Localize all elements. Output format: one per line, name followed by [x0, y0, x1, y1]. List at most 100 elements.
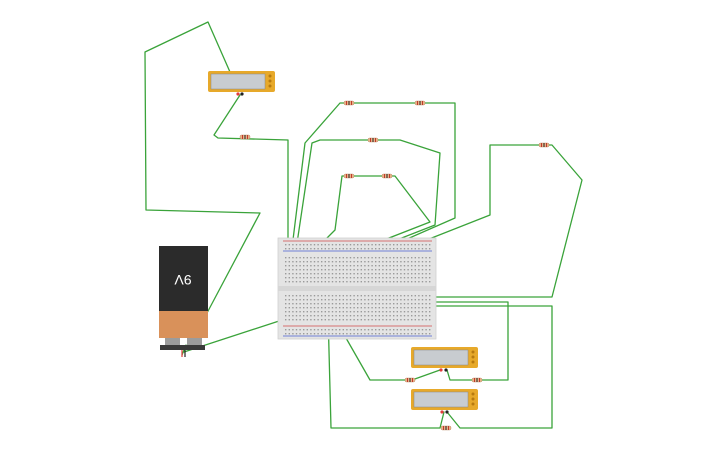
breadboard-hole[interactable] [288, 281, 290, 283]
breadboard-hole[interactable] [353, 281, 355, 283]
breadboard-hole[interactable] [360, 319, 362, 321]
breadboard-hole[interactable] [317, 269, 319, 271]
breadboard-hole[interactable] [396, 333, 398, 335]
breadboard-hole[interactable] [342, 295, 344, 297]
breadboard-holes[interactable] [285, 244, 431, 335]
breadboard-hole[interactable] [385, 265, 388, 267]
breadboard-hole[interactable] [375, 248, 377, 250]
breadboard-hole[interactable] [321, 319, 323, 321]
breadboard-hole[interactable] [371, 319, 373, 321]
breadboard-hole[interactable] [313, 269, 316, 271]
breadboard-hole[interactable] [403, 329, 406, 331]
breadboard-hole[interactable] [313, 315, 316, 317]
breadboard-hole[interactable] [364, 244, 366, 246]
breadboard-hole[interactable] [360, 265, 362, 267]
breadboard-hole[interactable] [285, 329, 287, 331]
breadboard-hole[interactable] [331, 244, 334, 246]
breadboard-hole[interactable] [378, 281, 380, 283]
breadboard-hole[interactable] [335, 303, 337, 305]
breadboard-hole[interactable] [425, 319, 427, 321]
breadboard-hole[interactable] [382, 269, 384, 271]
breadboard-hole[interactable] [393, 269, 395, 271]
breadboard-hole[interactable] [292, 244, 294, 246]
breadboard-hole[interactable] [400, 295, 402, 297]
breadboard-hole[interactable] [411, 295, 413, 297]
breadboard-hole[interactable] [385, 299, 388, 301]
breadboard-hole[interactable] [353, 315, 355, 317]
breadboard-hole[interactable] [403, 281, 406, 283]
breadboard-hole[interactable] [321, 248, 323, 250]
breadboard-hole[interactable] [303, 265, 305, 267]
breadboard-hole[interactable] [371, 307, 373, 309]
breadboard-hole[interactable] [328, 329, 330, 331]
breadboard-hole[interactable] [310, 244, 312, 246]
breadboard-hole[interactable] [393, 273, 395, 275]
breadboard-hole[interactable] [364, 269, 366, 271]
breadboard-hole[interactable] [360, 311, 362, 313]
breadboard-hole[interactable] [425, 248, 427, 250]
breadboard-hole[interactable] [382, 315, 384, 317]
breadboard-hole[interactable] [403, 315, 406, 317]
breadboard-hole[interactable] [367, 307, 370, 309]
breadboard-hole[interactable] [421, 307, 424, 309]
breadboard-hole[interactable] [421, 329, 424, 331]
breadboard-hole[interactable] [285, 265, 287, 267]
breadboard-hole[interactable] [306, 311, 308, 313]
breadboard-hole[interactable] [429, 303, 431, 305]
multimeter-bottom-2[interactable] [411, 389, 478, 414]
breadboard-hole[interactable] [367, 319, 370, 321]
breadboard-hole[interactable] [364, 281, 366, 283]
breadboard-hole[interactable] [414, 269, 416, 271]
breadboard-hole[interactable] [375, 265, 377, 267]
breadboard-hole[interactable] [407, 273, 409, 275]
breadboard-hole[interactable] [411, 261, 413, 263]
breadboard-hole[interactable] [403, 319, 406, 321]
breadboard-hole[interactable] [375, 311, 377, 313]
breadboard-hole[interactable] [385, 315, 388, 317]
breadboard-hole[interactable] [357, 307, 359, 309]
breadboard-hole[interactable] [425, 244, 427, 246]
breadboard-hole[interactable] [295, 265, 298, 267]
breadboard-hole[interactable] [371, 257, 373, 259]
breadboard-hole[interactable] [303, 244, 305, 246]
breadboard-hole[interactable] [339, 277, 341, 279]
breadboard-hole[interactable] [342, 319, 344, 321]
breadboard-hole[interactable] [375, 299, 377, 301]
breadboard-hole[interactable] [310, 315, 312, 317]
breadboard-hole[interactable] [418, 303, 420, 305]
breadboard-hole[interactable] [335, 269, 337, 271]
breadboard-hole[interactable] [353, 244, 355, 246]
breadboard-hole[interactable] [295, 329, 298, 331]
breadboard-hole[interactable] [295, 244, 298, 246]
breadboard-hole[interactable] [375, 257, 377, 259]
breadboard-hole[interactable] [295, 248, 298, 250]
breadboard-hole[interactable] [349, 319, 352, 321]
breadboard-hole[interactable] [306, 261, 308, 263]
breadboard-hole[interactable] [331, 273, 334, 275]
resistors[interactable] [239, 100, 550, 431]
breadboard-hole[interactable] [400, 244, 402, 246]
breadboard-hole[interactable] [367, 269, 370, 271]
breadboard-hole[interactable] [357, 277, 359, 279]
breadboard-hole[interactable] [342, 333, 344, 335]
breadboard-hole[interactable] [303, 315, 305, 317]
breadboard-hole[interactable] [360, 244, 362, 246]
breadboard-hole[interactable] [367, 261, 370, 263]
breadboard-hole[interactable] [306, 319, 308, 321]
breadboard-hole[interactable] [317, 273, 319, 275]
breadboard-hole[interactable] [331, 329, 334, 331]
breadboard-hole[interactable] [425, 299, 427, 301]
breadboard-hole[interactable] [324, 273, 326, 275]
breadboard-hole[interactable] [349, 248, 352, 250]
breadboard-hole[interactable] [353, 307, 355, 309]
breadboard-hole[interactable] [299, 269, 301, 271]
breadboard-hole[interactable] [407, 257, 409, 259]
breadboard-hole[interactable] [299, 311, 301, 313]
breadboard-hole[interactable] [310, 277, 312, 279]
breadboard-hole[interactable] [288, 261, 290, 263]
breadboard-hole[interactable] [324, 303, 326, 305]
breadboard-hole[interactable] [418, 333, 420, 335]
battery-terminal-right[interactable] [187, 338, 202, 346]
breadboard-hole[interactable] [288, 319, 290, 321]
breadboard-hole[interactable] [303, 277, 305, 279]
